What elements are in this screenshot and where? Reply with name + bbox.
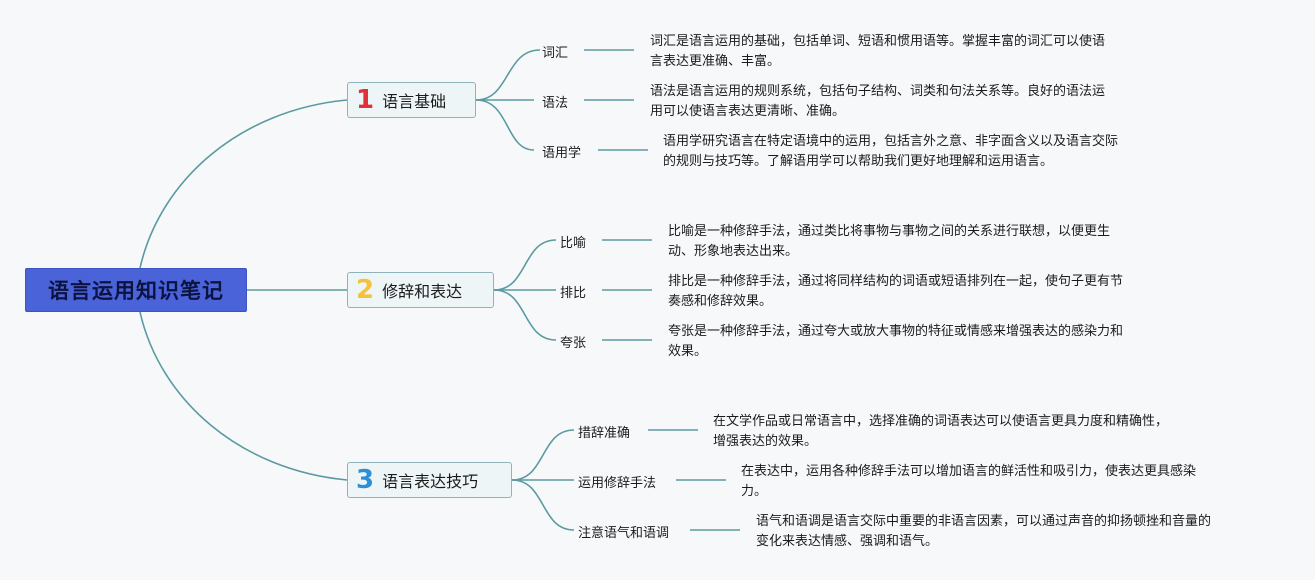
- desc-parallelism: 排比是一种修辞手法，通过将同样结构的词语或短语排列在一起，使句子更有节 奏感和修…: [668, 272, 1168, 312]
- desc-rhetoric-use: 在表达中，运用各种修辞手法可以增加语言的鲜活性和吸引力，使表达更具感染 力。: [741, 462, 1241, 502]
- branch-3[interactable]: 3 语言表达技巧: [347, 462, 512, 498]
- branch-1[interactable]: 1 语言基础: [347, 82, 476, 118]
- branch-2-to-leaf-1-line: [493, 239, 557, 291]
- desc-line: 语气和语调是语言交际中重要的非语言因素，可以通过声音的抑扬顿挫和音量的: [756, 514, 1212, 529]
- desc-line: 效果。: [668, 344, 708, 359]
- desc-line: 比喻是一种修辞手法，通过类比将事物与事物之间的关系进行联想，以便更生: [668, 224, 1111, 239]
- leaf-metaphor[interactable]: 比喻: [560, 236, 587, 251]
- branch-3-to-leaf-3-line: [511, 479, 575, 531]
- desc-line: 夸张是一种修辞手法，通过夸大或放大事物的特征或情感来增强表达的感染力和: [668, 324, 1124, 339]
- leaf-vocabulary[interactable]: 词汇: [542, 46, 569, 61]
- desc-line: 语用学研究语言在特定语境中的运用，包括言外之意、非字面含义以及语言交际: [663, 134, 1119, 149]
- desc-pragmatics: 语用学研究语言在特定语境中的运用，包括言外之意、非字面含义以及语言交际 的规则与…: [663, 132, 1163, 172]
- desc-line: 言表达更准确、丰富。: [650, 54, 781, 69]
- desc-line: 奏感和修辞效果。: [668, 294, 773, 309]
- branch-1-label: 语言基础: [382, 92, 447, 111]
- branch-2-label: 修辞和表达: [382, 282, 463, 301]
- branch-2-number: 2: [356, 275, 375, 305]
- branch-1-to-leaf-3-line: [475, 99, 535, 151]
- desc-line: 动、形象地表达出来。: [668, 244, 799, 259]
- desc-metaphor: 比喻是一种修辞手法，通过类比将事物与事物之间的关系进行联想，以便更生 动、形象地…: [668, 222, 1168, 262]
- root-to-branch-3-line: [139, 311, 348, 481]
- desc-grammar: 语法是语言运用的规则系统，包括句子结构、词类和句法关系等。良好的语法运 用可以使…: [650, 82, 1150, 122]
- branch-2[interactable]: 2 修辞和表达: [347, 272, 494, 308]
- root-topic-title: 语言运用知识笔记: [48, 279, 224, 303]
- desc-line: 的规则与技巧等。了解语用学可以帮助我们更好地理解和运用语言。: [663, 154, 1054, 169]
- leaf-pragmatics[interactable]: 语用学: [542, 146, 582, 161]
- leaf-tone-intonation[interactable]: 注意语气和语调: [578, 526, 670, 541]
- branch-1-number: 1: [356, 85, 375, 115]
- desc-line: 在表达中，运用各种修辞手法可以增加语言的鲜活性和吸引力，使表达更具感染: [741, 464, 1197, 479]
- desc-vocabulary: 词汇是语言运用的基础，包括单词、短语和惯用语等。掌握丰富的词汇可以使语 言表达更…: [650, 32, 1150, 72]
- desc-line: 力。: [741, 484, 768, 499]
- branch-1-to-leaf-1-line: [475, 49, 541, 101]
- branch-3-label: 语言表达技巧: [382, 472, 479, 491]
- desc-tone-intonation: 语气和语调是语言交际中重要的非语言因素，可以通过声音的抑扬顿挫和音量的 变化来表…: [756, 512, 1256, 552]
- leaf-parallelism[interactable]: 排比: [560, 286, 587, 301]
- branch-3-to-leaf-1-line: [511, 429, 575, 481]
- root-to-branch-1-line: [139, 99, 348, 269]
- leaf-grammar[interactable]: 语法: [542, 96, 569, 111]
- desc-line: 词汇是语言运用的基础，包括单词、短语和惯用语等。掌握丰富的词汇可以使语: [650, 34, 1106, 49]
- leaf-precise-wording[interactable]: 措辞准确: [578, 426, 631, 441]
- branch-3-number: 3: [356, 465, 375, 495]
- root-topic[interactable]: 语言运用知识笔记: [25, 268, 247, 312]
- desc-line: 用可以使语言表达更清晰、准确。: [650, 104, 846, 119]
- desc-hyperbole: 夸张是一种修辞手法，通过夸大或放大事物的特征或情感来增强表达的感染力和 效果。: [668, 322, 1168, 362]
- desc-line: 增强表达的效果。: [713, 434, 818, 449]
- leaf-hyperbole[interactable]: 夸张: [560, 336, 587, 351]
- desc-line: 语法是语言运用的规则系统，包括句子结构、词类和句法关系等。良好的语法运: [650, 84, 1106, 99]
- branch-2-to-leaf-3-line: [493, 289, 557, 341]
- desc-line: 在文学作品或日常语言中，选择准确的词语表达可以使语言更具力度和精确性，: [713, 414, 1169, 429]
- leaf-rhetoric-use[interactable]: 运用修辞手法: [578, 476, 657, 491]
- desc-precise-wording: 在文学作品或日常语言中，选择准确的词语表达可以使语言更具力度和精确性， 增强表达…: [713, 412, 1213, 452]
- desc-line: 变化来表达情感、强调和语气。: [756, 534, 939, 549]
- desc-line: 排比是一种修辞手法，通过将同样结构的词语或短语排列在一起，使句子更有节: [668, 274, 1124, 289]
